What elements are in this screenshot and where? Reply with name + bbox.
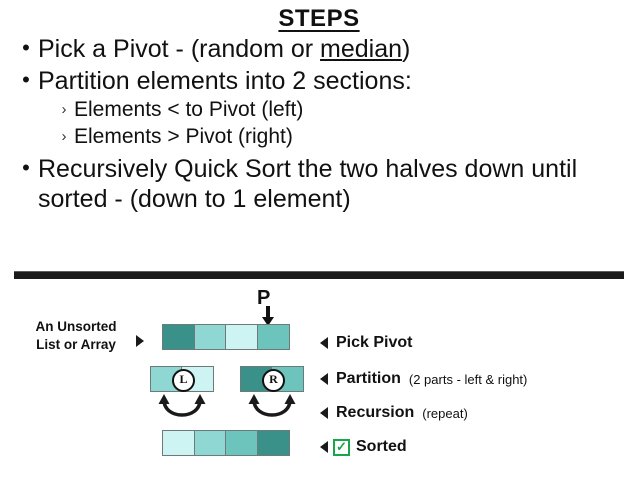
caption-pointer-icon (136, 335, 144, 347)
legend-label: Sorted (356, 438, 407, 455)
array-cell (226, 431, 258, 455)
legend-label: Recursion (336, 404, 415, 421)
array-cell (257, 431, 289, 455)
legend-pointer-icon (320, 337, 328, 349)
list-item-text: Partition elements into 2 sections: (38, 66, 412, 95)
right-partition-badge: R (262, 369, 285, 392)
legend-pointer-icon (320, 407, 328, 419)
bullet-marker: • (22, 35, 30, 61)
legend-item-recursion: Recursion (repeat) (320, 404, 468, 422)
legend-label: Partition (336, 370, 401, 387)
legend-note: (repeat) (422, 405, 468, 421)
recursion-arrow-left-icon (156, 394, 208, 431)
left-partition-badge: L (172, 369, 195, 392)
legend-pointer-icon (320, 441, 328, 453)
sub-list-item: › Elements > Pivot (right) (14, 124, 632, 150)
legend-label: Pick Pivot (336, 334, 413, 351)
list-item-text-part: Pick a Pivot - (random or (38, 35, 321, 64)
list-item-text: Pick a Pivot - (random or median) (38, 34, 632, 65)
pivot-label: P (257, 287, 271, 309)
list-item: • Recursively Quick Sort the two halves … (14, 154, 632, 215)
sub-bullet-marker: › (61, 127, 67, 145)
legend-pointer-icon (320, 373, 328, 385)
bullet-marker: • (22, 66, 30, 92)
list-item-text-emphasis: median (320, 35, 403, 64)
legend-item-partition: Partition (2 parts - left & right) (320, 370, 527, 388)
page-title: STEPS (278, 5, 360, 32)
array-cell (226, 325, 258, 349)
sub-bullet-marker: › (61, 101, 67, 119)
sub-list-item-text: Elements > Pivot (right) (74, 124, 293, 148)
list-item-text-part-end: ) (402, 35, 411, 64)
legend-note: (2 parts - left & right) (408, 371, 528, 387)
array-cell (257, 325, 289, 349)
list-item-text: Recursively Quick Sort the two halves do… (38, 154, 578, 214)
legend-item-sorted: ✓ Sorted (320, 438, 407, 456)
array-cell (163, 325, 195, 349)
checkmark-icon: ✓ (333, 438, 350, 456)
unsorted-array (162, 324, 290, 350)
legend-item-pick-pivot: Pick Pivot (320, 334, 420, 352)
unsorted-array-caption: An Unsorted List or Array (16, 318, 136, 354)
bullet-marker: • (22, 154, 30, 180)
sorted-array (162, 430, 290, 456)
array-cell (194, 325, 226, 349)
array-cell (194, 431, 226, 455)
steps-list: • Pick a Pivot - (random or median) • Pa… (0, 34, 638, 215)
list-item: • Pick a Pivot - (random or median) (14, 34, 632, 65)
pivot-arrow-icon (266, 306, 270, 319)
caption-line-2: List or Array (36, 337, 116, 353)
section-divider (14, 271, 624, 279)
array-cell (163, 431, 195, 455)
caption-line-1: An Unsorted (35, 319, 117, 334)
sub-list-item: › Elements < to Pivot (left) (14, 97, 632, 123)
pivot-arrow-head-icon (262, 317, 274, 326)
recursion-arrow-right-icon (246, 394, 298, 431)
list-item: • Partition elements into 2 sections: (14, 66, 632, 97)
sub-list-item-text: Elements < to Pivot (left) (74, 98, 304, 122)
